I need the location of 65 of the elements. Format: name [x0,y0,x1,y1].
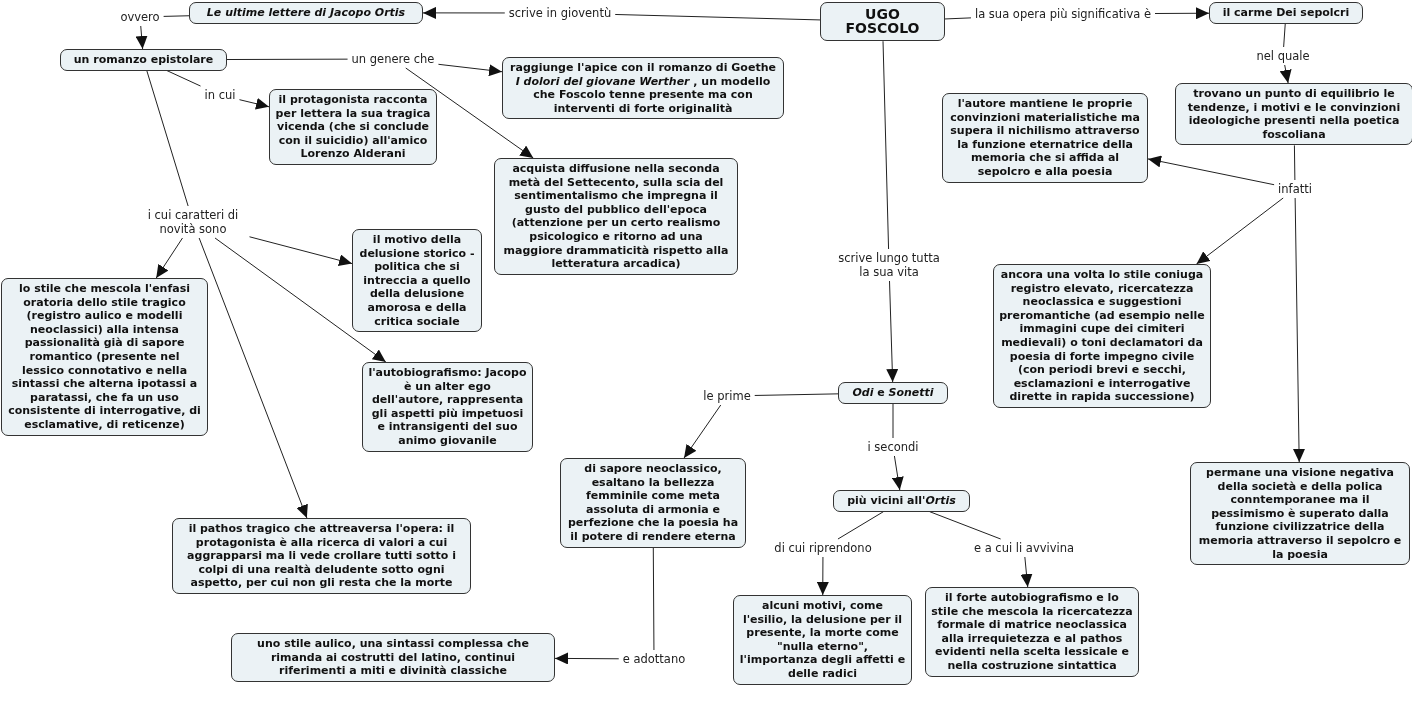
concept-box: l'autore mantiene le proprie convinzioni materialistiche ma supera il nichilismo attraverso la funzione eternatrice della memoria che si affida al sepolcro e alla poesia [942,93,1148,183]
arrow [437,63,503,77]
concept-box: trovano un punto di equilibrio le tendenze, i motivi e le convinzioni ideologiche presenti nella poetica foscoliana [1175,83,1412,146]
arrow [1154,7,1210,20]
connector-line [226,58,349,61]
linking-phrase: un genere che [349,52,437,66]
concept-box: il forte autobiografismo e lo stile che mescola la ricercatezza formale di matrice neoclassica alla irrequietezza e al pathos evidenti nella scelta lessicale e nella costruzione sintattica [925,587,1139,677]
linking-phrase: di cui riprendono [772,541,874,555]
connector-line [163,15,190,17]
concept-box: permane una visione negativa della società e della polica conntemporanee ma il pessimismo è superato dalla funzione civilizzatrice della memoria attraverso il sepolcro e la poesia [1190,462,1410,566]
connector-line [754,393,839,396]
connector-line [166,70,201,87]
concept-box: ancora una volta lo stile coniuga registro elevato, ricercatezza neoclassica e suggestioni preromantiche (ad esempio nelle immagini cupe dei cimiteri medievali) o toni declamatori da poesia di forte impegno civile (con periodi brevi e secchi, esclamazioni e interrogative dirette in rapida successione) [993,264,1211,408]
linking-phrase: in cui [202,88,238,102]
arrow [249,236,353,267]
connector-line [652,547,655,651]
arrow [405,67,534,159]
concept-box: raggiunge l'apice con il romanzo di Goethe I dolori del giovane Werther , un modello che Foscolo tenne presente ma con interventi di forte originalità [502,57,784,120]
arrow [1196,197,1284,265]
concept-box: Le ultime lettere di Jacopo Ortis [189,2,423,24]
linking-phrase: e adottano [620,652,688,666]
concept-box: alcuni motivi, come l'esilio, la delusione per il presente, la morte come "nulla eterno", l'importanza degli affetti e delle radici [733,595,912,685]
arrow [422,6,506,19]
linking-phrase: infatti [1276,182,1314,196]
connector-line [944,17,972,20]
connector-line [1293,144,1296,181]
arrow [214,237,387,363]
concept-box: il protagonista racconta per lettera la sua tragica vicenda (che si conclude con il suicidio) all'amico Lorenzo Alderani [269,89,437,165]
concept-box: uno stile aulico, una sintassi complessa che rimanda ai costrutti del latino, continui riferimenti a miti e divinità classiche [231,633,555,682]
connector-line [837,511,885,540]
arrow [1293,197,1305,463]
arrow [239,97,270,110]
concept-box: acquista diffusione nella seconda metà del Settecento, sulla scia del sentimentalismo che impregna il gusto del pubblico dell'epoca (attenzione per un certo realismo psicologico e ritorno ad una maggiore drammaticità rispetto alla letteratura arcadica) [494,158,738,275]
linking-phrase: scrive in gioventù [506,6,614,20]
arrow [554,652,620,665]
concept-box: il motivo della delusione storico - politica che si intreccia a quello della delusione amorosa e della critica sociale [352,229,482,333]
linking-phrase: i secondi [865,440,921,454]
linking-phrase: nel quale [1254,49,1312,63]
concept-box: il pathos tragico che attreaversa l'opera: il protagonista è alla ricerca di valori a cui aggrapparsi ma li vede crollare tutti sotto i colpi di una realtà deludente sotto ogni aspetto, per cui non gli resta che la morte [172,518,471,594]
arrow [1147,155,1275,186]
concept-box: il carme Dei sepolcri [1209,2,1363,24]
arrow [816,556,829,596]
concept-box: Odi e Sonetti [838,382,948,404]
arrow [1279,64,1292,84]
linking-phrase: la sua opera più significativa è [973,7,1153,21]
concept-box: lo stile che mescola l'enfasi oratoria dello stile tragico (registro aulico e modelli neoclassici) alla intensa passionalità già di sapore romantico (presente nel lessico connotativo e nella sintassi che alterna ipotassi a paratassi, che fa un uso consistente di interrogative, di esclamative, di reticenze) [1,278,208,436]
arrow [155,237,183,279]
arrow [1020,556,1033,588]
arrow [198,237,308,519]
concept-box: più vicini all'Ortis [833,490,970,512]
linking-phrase: le prime [701,389,753,403]
arrow [683,404,722,459]
concept-box: UGO FOSCOLO [820,2,945,42]
connector-line [892,403,894,439]
concept-box: l'autobiografismo: Jacopo è un alter ego dell'autore, rappresenta gli aspetti più impetuosi e intransigenti del suo animo giovanile [362,362,533,452]
connector-line [1283,23,1286,48]
connector-line [614,13,821,21]
concept-box: di sapore neoclassico, esaltano la bellezza femminile come meta assoluta di armonia e perfezione che la poesia ha il potere di rendere eterna [560,458,746,548]
arrow [891,455,904,491]
arrow [135,25,148,50]
connector-line [882,40,890,250]
connector-line [146,70,189,207]
concept-box: un romanzo epistolare [60,49,227,71]
connector-line [929,511,1002,540]
arrow [886,280,899,383]
